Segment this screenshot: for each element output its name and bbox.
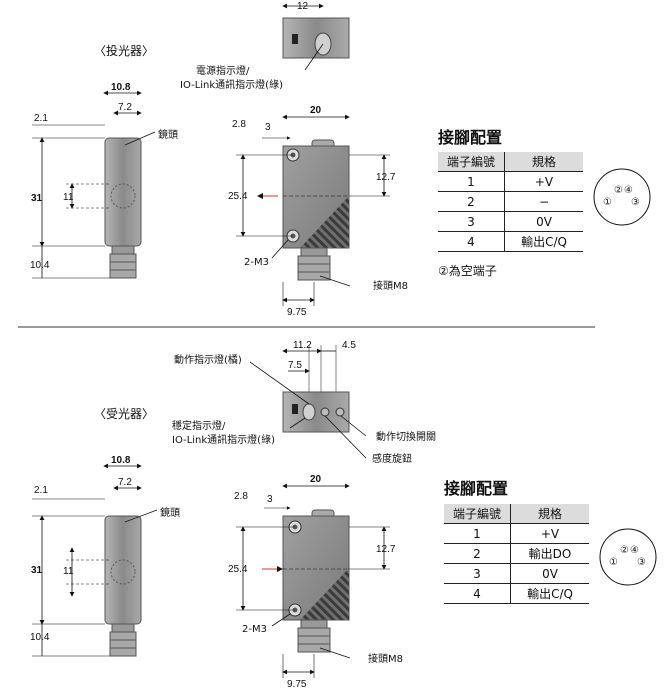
receiver-pin-table: 端子編號 規格 1 +V 2 輸出DO 3 0V 4 輸出C/Q: [444, 504, 589, 604]
receiver-dim-top-c: 7.5: [288, 360, 302, 371]
emitter-pin-3: ③: [631, 197, 640, 208]
emitter-dim-hole-x: 2.8: [232, 119, 246, 130]
receiver-front-view: 20 2.8 3 25.4 12.7 2-M3: [228, 474, 403, 690]
receiver-dim-top-margin: 2.1: [34, 485, 48, 496]
emitter-section-label: 〈投光器〉: [94, 43, 154, 58]
receiver-pin-3: ③: [637, 557, 646, 568]
emitter-indicator-label-1: 電源指示燈/: [196, 64, 250, 77]
emitter-connector-face: ② ④ ① ③: [593, 168, 651, 226]
emitter-dim-top-margin: 2.1: [34, 113, 48, 124]
emitter-dim-body-width: 10.8: [111, 82, 131, 93]
emitter-side-view: 10.8 7.2 鏡頭 2.1 31 11 10.4: [30, 82, 178, 279]
receiver-dim-body-width: 10.8: [111, 455, 131, 466]
emitter-pin-spec: +V: [504, 171, 583, 192]
table-row: 4 輸出C/Q: [444, 583, 589, 604]
receiver-top-view: 11.2 4.5 7.5: [249, 340, 367, 459]
receiver-lens-label: 鏡頭: [160, 506, 180, 519]
receiver-dim-lens-offset: 7.2: [118, 477, 132, 488]
emitter-indicator-label-2: IO-Link通訊指示燈(綠): [180, 78, 283, 91]
receiver-connector-label: 接頭M8: [368, 652, 403, 665]
emitter-dim-optical-axis: 25.4: [228, 191, 248, 202]
receiver-connector-face: ② ④ ① ③: [599, 528, 657, 586]
emitter-note: ②為空端子: [438, 264, 497, 278]
emitter-pin-no: 4: [438, 231, 505, 252]
receiver-pin-header-no: 端子編號: [444, 504, 511, 524]
receiver-pin-2: ②: [620, 545, 629, 556]
receiver-pin-no: 2: [444, 543, 511, 564]
receiver-pin-4: ④: [630, 545, 639, 556]
emitter-dim-connector-offset: 9.75: [287, 307, 307, 318]
table-row: 2 −: [438, 191, 583, 212]
table-row: 1 +V: [444, 523, 589, 544]
receiver-dim-hole-dia: 3: [267, 494, 273, 505]
emitter-dim-lens-offset: 7.2: [118, 102, 132, 113]
emitter-dim-height: 31: [31, 193, 43, 204]
receiver-dim-top-b: 4.5: [342, 340, 356, 351]
emitter-pin-spec: −: [504, 191, 583, 212]
receiver-knob-label: 感度旋鈕: [372, 452, 412, 465]
emitter-pin-spec: 輸出C/Q: [504, 231, 583, 252]
emitter-pin-spec: 0V: [504, 211, 583, 232]
emitter-pin-4: ④: [624, 185, 633, 196]
receiver-pin-1: ①: [609, 557, 618, 568]
emitter-pin-no: 2: [438, 191, 505, 212]
emitter-dim-hole-dia: 3: [265, 122, 271, 133]
receiver-pin-table-title: 接腳配置: [444, 479, 509, 498]
emitter-connector-label: 接頭M8: [373, 279, 408, 292]
receiver-pin-no: 4: [444, 583, 511, 604]
receiver-op-indicator-label: 動作指示燈(橘): [174, 353, 242, 366]
receiver-pin-header-spec: 規格: [510, 504, 589, 524]
emitter-dim-connector: 10.4: [30, 260, 50, 271]
receiver-pin-spec: 輸出DO: [510, 543, 589, 564]
emitter-screw-label: 2-M3: [244, 257, 269, 268]
receiver-side-view: 10.8 7.2 鏡頭 2.1 31 11 10.4: [30, 455, 180, 657]
emitter-pin-header-no: 端子編號: [438, 152, 505, 172]
emitter-pin-no: 1: [438, 171, 505, 192]
emitter-dim-top-width: 12: [297, 1, 309, 12]
emitter-pin-no: 3: [438, 211, 505, 232]
table-row: 4 輸出C/Q: [438, 231, 583, 252]
receiver-dim-hole-x: 2.8: [234, 491, 248, 502]
table-row: 3 0V: [438, 211, 583, 232]
receiver-section-label: 〈受光器〉: [94, 407, 154, 421]
receiver-stable-label-2: IO-Link通訊指示燈(綠): [172, 433, 275, 446]
table-row: 1 +V: [438, 171, 583, 192]
receiver-dim-top-a: 11.2: [293, 340, 312, 351]
receiver-screw-label: 2-M3: [242, 624, 267, 635]
receiver-dim-height: 31: [31, 565, 43, 576]
receiver-section: 11.2 4.5 7.5 動作指示燈(橘) 穩定指示燈/ IO-Link通訊指示…: [30, 340, 657, 690]
table-row: 2 輸出DO: [444, 543, 589, 564]
emitter-front-view: 20 2.8 3 25.4 12.7: [228, 105, 408, 318]
emitter-pin-header-spec: 規格: [504, 152, 583, 172]
table-row: 3 0V: [444, 563, 589, 584]
receiver-dim-connector: 10.4: [30, 632, 50, 643]
receiver-pin-spec: 輸出C/Q: [510, 583, 589, 604]
receiver-pin-spec: 0V: [510, 563, 589, 584]
receiver-switch-label: 動作切換開關: [376, 430, 436, 443]
receiver-pin-no: 1: [444, 523, 511, 544]
receiver-dim-optical-axis: 25.4: [228, 564, 248, 575]
receiver-pin-no: 3: [444, 563, 511, 584]
emitter-pin-table: 端子編號 規格 1 +V 2 − 3 0V 4 輸出C/Q: [438, 152, 583, 252]
emitter-section: 12 電源指示燈/ IO-Link通訊指示燈(綠) 〈投光器〉 10.8 7.2…: [30, 1, 651, 318]
emitter-dim-lens-dia: 11: [63, 192, 74, 203]
receiver-pin-spec: +V: [510, 523, 589, 544]
receiver-dim-connector-offset: 9.75: [287, 679, 307, 690]
receiver-stable-label-1: 穩定指示燈/: [172, 419, 226, 432]
emitter-dim-front-width: 20: [310, 105, 322, 116]
emitter-dim-hole-pitch: 12.7: [376, 172, 396, 183]
receiver-dim-lens-dia: 11: [63, 566, 74, 577]
emitter-lens-label: 鏡頭: [158, 128, 178, 141]
emitter-pin-table-title: 接腳配置: [438, 128, 503, 147]
emitter-top-view: 12: [282, 1, 350, 71]
receiver-dim-front-width: 20: [310, 474, 322, 485]
emitter-pin-1: ①: [603, 197, 612, 208]
receiver-dim-hole-pitch: 12.7: [376, 544, 396, 555]
emitter-pin-2: ②: [614, 185, 623, 196]
